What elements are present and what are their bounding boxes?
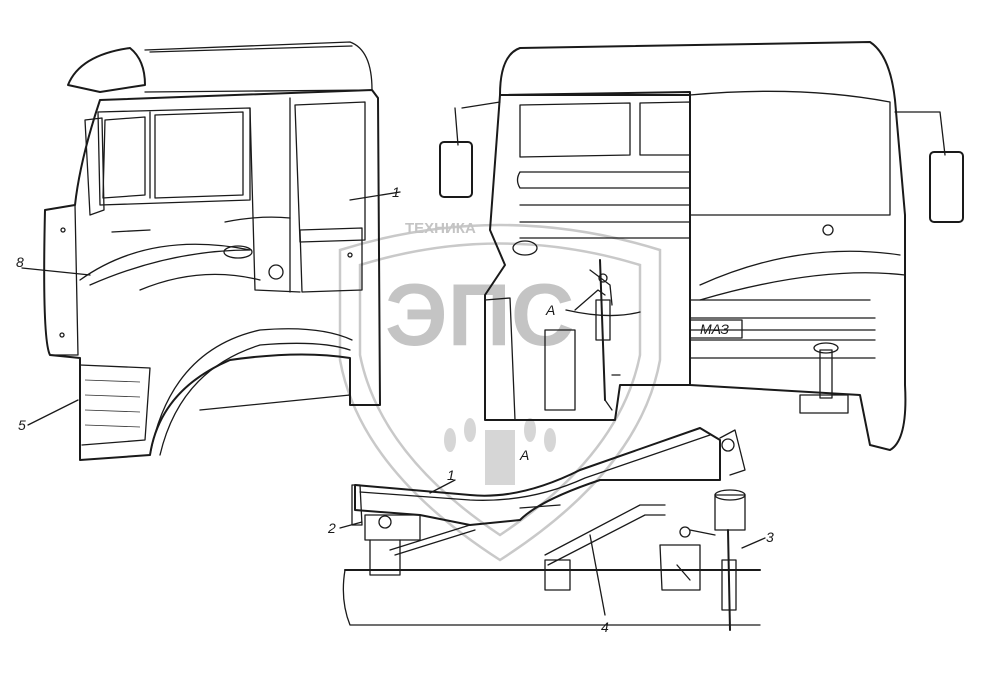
cab-side-view	[21, 41, 401, 461]
wheat-emblem	[444, 418, 556, 485]
callout-A-upper: A	[545, 302, 555, 318]
callout-2: 2	[327, 520, 336, 536]
watermark-top-text: ТЕХНИКА	[405, 220, 476, 237]
watermark: ТЕХНИКА ЭПС	[338, 220, 662, 562]
watermark-mid-text: ЭПС	[385, 265, 574, 364]
callout-8: 8	[16, 254, 24, 270]
leader-8	[21, 267, 91, 276]
maz-badge: МАЗ	[700, 321, 729, 337]
cab-front-view: МАЗ	[439, 41, 964, 451]
leader-1-cab	[349, 191, 401, 201]
callout-3: 3	[766, 529, 774, 545]
callout-1-bottom: 1	[447, 467, 455, 483]
tilt-mechanism-assembly	[339, 427, 766, 631]
leader-A-upper	[565, 309, 641, 317]
leader-3	[741, 537, 766, 549]
callout-A-lower: A	[519, 447, 529, 463]
leader-2	[339, 521, 363, 529]
leader-5	[27, 399, 79, 426]
callout-5: 5	[18, 417, 26, 433]
leader-1-bottom	[429, 479, 456, 494]
leader-4	[589, 534, 606, 616]
callout-1-cab: 1	[392, 184, 400, 200]
callout-4: 4	[601, 619, 609, 635]
callout-labels: 1 8 5 A A 1 2 3 4	[16, 184, 774, 635]
